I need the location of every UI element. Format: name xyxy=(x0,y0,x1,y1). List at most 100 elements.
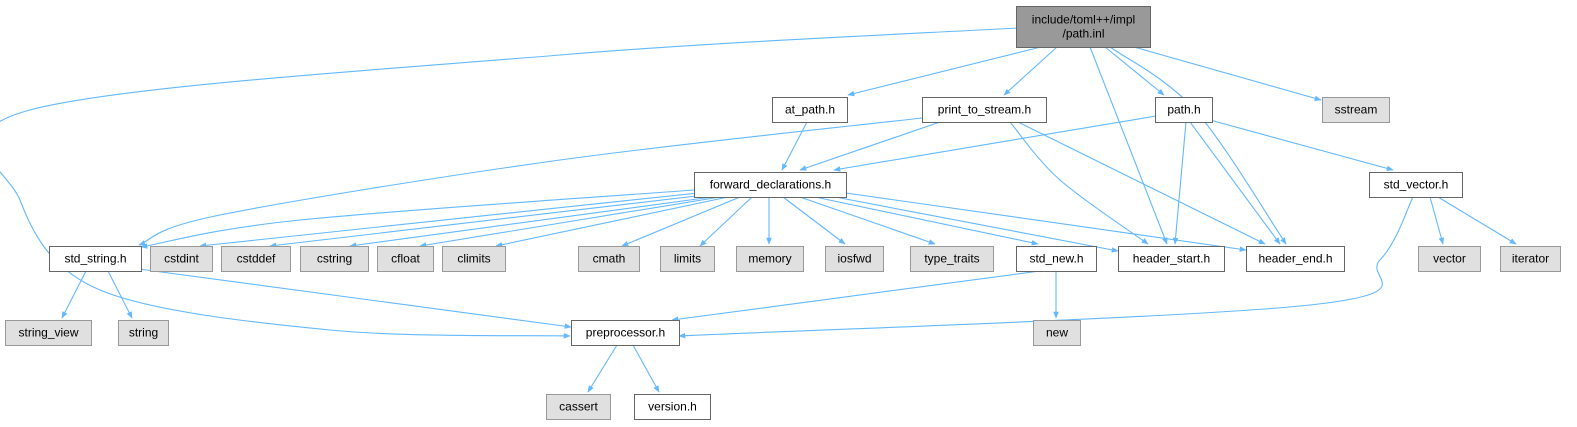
edge-std-string-to-preprocessor xyxy=(138,268,572,329)
edge-preprocessor-to-cassert xyxy=(587,344,618,393)
node-box xyxy=(1322,97,1390,123)
edge-root-to-path xyxy=(1104,46,1165,96)
node-new: new xyxy=(1033,320,1081,346)
edge-root-to-print-to-stream xyxy=(1003,46,1058,96)
edge-forward-declarations-to-cfloat xyxy=(419,196,721,248)
node-box xyxy=(5,320,92,346)
node-box xyxy=(772,97,848,123)
node-forward-declarations[interactable]: forward_declarations.h xyxy=(694,172,847,198)
node-std-string[interactable]: std_string.h xyxy=(49,246,142,272)
node-label: cmath xyxy=(593,252,626,266)
node-std-new[interactable]: std_new.h xyxy=(1016,246,1097,272)
edge-preprocessor-to-version xyxy=(632,344,660,393)
node-type-traits: type_traits xyxy=(910,246,994,272)
edge-print-to-stream-to-std-string xyxy=(138,117,923,246)
edge-print-to-stream-to-header-end xyxy=(1017,121,1266,245)
edge-forward-declarations-to-std-string xyxy=(140,189,695,249)
node-label: version.h xyxy=(648,400,697,414)
node-cstdint: cstdint xyxy=(150,246,213,272)
node-preprocessor[interactable]: preprocessor.h xyxy=(571,320,680,346)
edge-forward-declarations-to-std-new xyxy=(814,196,1039,246)
node-label: header_end.h xyxy=(1258,252,1332,266)
node-label: std_string.h xyxy=(64,252,126,266)
nodes-layer: include/toml++/impl/path.inl at_path.h pri… xyxy=(5,6,1561,420)
node-box xyxy=(1246,246,1345,272)
edge-std-new-to-preprocessor xyxy=(671,270,1041,322)
node-label: std_vector.h xyxy=(1384,178,1449,192)
node-box xyxy=(736,246,804,272)
edge-forward-declarations-to-cstring xyxy=(349,196,713,248)
edge-root-to-header-end xyxy=(1109,46,1287,245)
node-climits: climits xyxy=(442,246,506,272)
edge-forward-declarations-to-type-traits xyxy=(799,196,936,245)
node-label: limits xyxy=(674,252,701,266)
edge-root-to-preprocessor xyxy=(0,27,1018,339)
node-box xyxy=(1369,172,1463,198)
node-box xyxy=(300,246,369,272)
node-label: /path.inl xyxy=(1062,27,1104,41)
node-label: string_view xyxy=(18,326,78,340)
edge-forward-declarations-to-cstdint xyxy=(199,192,699,249)
node-cfloat: cfloat xyxy=(377,246,434,272)
node-box xyxy=(1033,320,1081,346)
node-header-start[interactable]: header_start.h xyxy=(1118,246,1225,272)
node-label: sstream xyxy=(1335,103,1378,117)
node-box xyxy=(221,246,291,272)
edge-forward-declarations-to-iosfwd xyxy=(782,196,846,245)
edge-print-to-stream-to-header-start xyxy=(1009,121,1149,245)
node-string-view: string_view xyxy=(5,320,92,346)
node-box xyxy=(1418,246,1481,272)
node-cassert: cassert xyxy=(546,394,611,420)
edge-std-vector-to-iterator xyxy=(1437,196,1517,245)
node-label: cstdint xyxy=(164,252,199,266)
edge-std-vector-to-preprocessor xyxy=(678,196,1414,339)
node-box xyxy=(1016,246,1097,272)
node-box xyxy=(1016,6,1151,48)
edge-forward-declarations-to-cstddef xyxy=(269,194,706,249)
node-box xyxy=(578,246,640,272)
edge-std-string-to-string xyxy=(107,270,133,319)
node-label: cstddef xyxy=(237,252,276,266)
node-box xyxy=(49,246,142,272)
node-string: string xyxy=(118,320,169,346)
node-label: preprocessor.h xyxy=(586,326,665,340)
node-path[interactable]: path.h xyxy=(1155,97,1213,123)
node-label: header_start.h xyxy=(1133,252,1210,266)
node-box xyxy=(442,246,506,272)
edge-root-to-header-start xyxy=(1089,46,1168,245)
node-header-end[interactable]: header_end.h xyxy=(1246,246,1345,272)
node-label: forward_declarations.h xyxy=(710,178,831,192)
node-label: cassert xyxy=(559,400,598,414)
edge-forward-declarations-to-header-start xyxy=(829,195,1119,253)
edge-forward-declarations-to-limits xyxy=(699,196,753,247)
node-box xyxy=(1118,246,1225,272)
node-sstream: sstream xyxy=(1322,97,1390,123)
node-root: include/toml++/impl/path.inl xyxy=(1016,6,1151,48)
node-at-path[interactable]: at_path.h xyxy=(772,97,848,123)
node-box xyxy=(571,320,680,346)
node-label: std_new.h xyxy=(1029,252,1083,266)
node-cstring: cstring xyxy=(300,246,369,272)
node-label: include/toml++/impl xyxy=(1032,13,1135,27)
node-version[interactable]: version.h xyxy=(634,394,711,420)
node-label: type_traits xyxy=(924,252,979,266)
node-cmath: cmath xyxy=(578,246,640,272)
edge-root-to-at-path xyxy=(847,46,1042,97)
node-label: cstring xyxy=(317,252,352,266)
node-box xyxy=(546,394,611,420)
node-box xyxy=(377,246,434,272)
node-box xyxy=(660,246,715,272)
node-iterator: iterator xyxy=(1500,246,1561,272)
node-memory: memory xyxy=(736,246,804,272)
node-box xyxy=(1500,246,1561,272)
node-label: print_to_stream.h xyxy=(938,103,1031,117)
edge-forward-declarations-to-cmath xyxy=(621,196,741,247)
node-label: iterator xyxy=(1512,252,1549,266)
node-label: new xyxy=(1046,326,1068,340)
node-box xyxy=(150,246,213,272)
node-label: memory xyxy=(748,252,791,266)
node-print-to-stream[interactable]: print_to_stream.h xyxy=(922,97,1047,123)
node-std-vector[interactable]: std_vector.h xyxy=(1369,172,1463,198)
node-label: vector xyxy=(1433,252,1466,266)
